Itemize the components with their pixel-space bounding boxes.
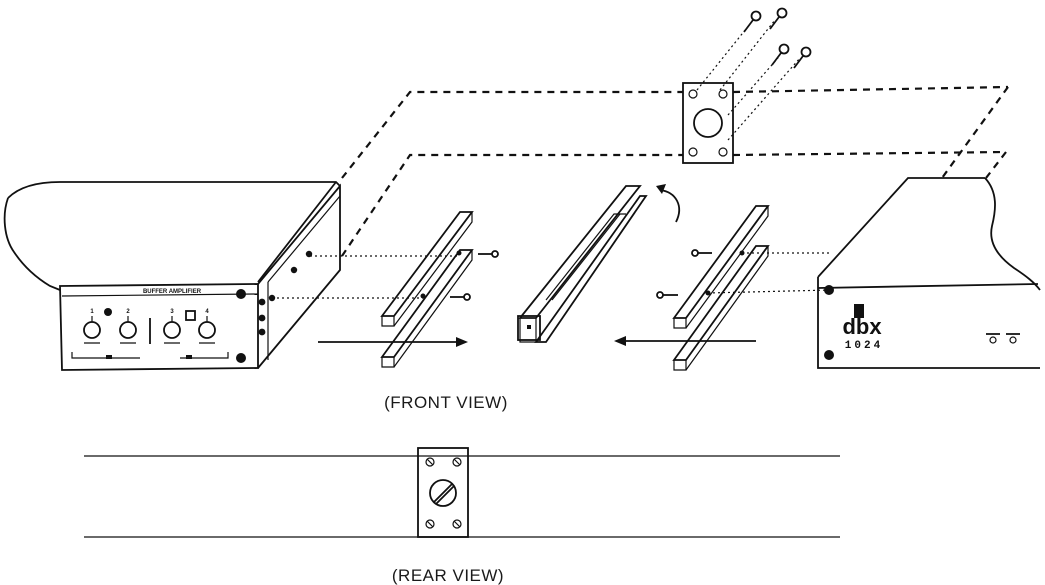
knob-1: [83, 321, 101, 339]
screw-icon: [691, 249, 699, 257]
screw-icon: [463, 293, 471, 301]
knob-label-3: 3: [170, 309, 174, 315]
rear-hole-2: [452, 457, 462, 467]
plate-screws: [743, 7, 812, 69]
indicator-square: [185, 310, 196, 321]
rear-plate: [417, 447, 469, 538]
left-corner-screw-top: [236, 289, 246, 299]
right-unit-front-line: [817, 283, 1039, 289]
knob-2: [119, 321, 137, 339]
plate-center-hole: [693, 108, 723, 138]
left-ear-hole-4: [258, 298, 266, 306]
screw-icon: [778, 43, 790, 55]
left-unit-front-line: [61, 293, 259, 297]
knob-4: [198, 321, 216, 339]
right-rail-pair: [656, 205, 770, 371]
rotate-arrow: [659, 189, 681, 223]
rear-view: [84, 447, 840, 538]
knob-label-1: 1: [90, 309, 94, 315]
left-unit-side-inner: [267, 195, 341, 283]
right-unit-front-face: [817, 277, 1040, 369]
left-bracket-a: [71, 352, 140, 359]
center-bracket: [517, 184, 681, 343]
mounting-plate-top: [682, 7, 812, 164]
alignment-dashed-lines: [341, 85, 1009, 257]
screw-icon: [491, 250, 499, 258]
left-unit-side-panel: [257, 183, 341, 369]
left-unit-top-right-edge: [257, 181, 337, 283]
front-view-caption: (FRONT VIEW): [384, 393, 508, 412]
plate-outline: [682, 82, 734, 164]
left-ear-hole-2: [290, 266, 298, 274]
right-unit-top-edge: [817, 177, 985, 278]
left-rail-pair: [380, 211, 499, 368]
knob-label-4: 4: [205, 309, 209, 315]
left-unit-break-edge: [3, 197, 61, 291]
right-unit: dbx 1024: [817, 177, 1041, 369]
left-unit-panel-label: BUFFER AMPLIFIER: [143, 289, 202, 295]
plate-hole-4: [718, 147, 728, 157]
right-unit-break-edge: [984, 177, 1041, 291]
left-unit: BUFFER AMPLIFIER 1 2 3 4: [3, 181, 341, 371]
screw-icon: [800, 46, 812, 58]
rear-hole-4: [452, 519, 462, 529]
knob-label-2: 2: [126, 309, 130, 315]
plate-hole-2: [718, 89, 728, 99]
plate-hole-1: [688, 89, 698, 99]
plate-hole-3: [688, 147, 698, 157]
brand-logo: dbx: [842, 314, 882, 339]
screw-icon: [656, 291, 664, 299]
left-unit-knobs: 1 2 3 4: [83, 309, 216, 344]
dotted-connectors: [272, 252, 831, 299]
left-ear-hole-6: [258, 328, 266, 336]
knob-3: [163, 321, 181, 339]
left-unit-top-edge: [7, 181, 341, 199]
left-ear-hole-5: [258, 314, 266, 322]
screw-icon: [776, 7, 788, 19]
rear-hole-3: [425, 519, 435, 529]
switch-icon: [989, 336, 997, 344]
rear-center-screw-icon: [429, 479, 457, 507]
right-corner-screw-bottom: [824, 350, 834, 360]
model-number: 1024: [845, 340, 883, 352]
right-corner-screw-top: [824, 285, 834, 295]
left-bracket-b: [180, 352, 229, 359]
screw-icon: [750, 10, 762, 22]
indicator-led: [104, 308, 112, 316]
rear-hole-1: [425, 457, 435, 467]
movement-arrows: [318, 336, 756, 347]
rear-view-caption: (REAR VIEW): [392, 566, 504, 585]
dbx-logo-icon: [854, 304, 864, 318]
left-corner-screw-bottom: [236, 353, 246, 363]
switch-icon: [1009, 336, 1017, 344]
